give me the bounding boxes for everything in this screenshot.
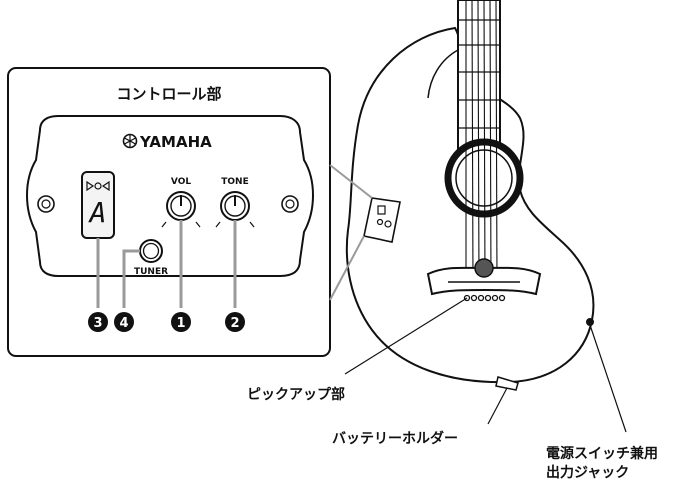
guitar-illustration [345,0,595,391]
label-pickup: ピックアップ部 [247,386,345,403]
guitar-leaders [344,297,627,433]
bridge [426,266,542,296]
control-panel-callout: コントロール部 YAMAHA A VOL [7,67,373,357]
label-jack-line2: 出力ジャック [546,464,629,481]
tuner-arrow-right-icon [101,180,110,192]
label-jack-line1: 電源スイッチ兼用 [546,445,658,462]
vol-label: VOL [171,177,191,187]
panel-title: コントロール部 [116,85,221,103]
output-jack [586,318,594,326]
callout-marker-4: 4 [114,312,134,332]
label-battery-holder: バッテリーホルダー [332,430,458,447]
mounting-screw-left [37,195,55,213]
svg-text:2: 2 [230,316,239,331]
callout-marker-3: 3 [88,312,108,332]
tuner-button[interactable] [139,239,163,263]
mounting-screw-right [281,195,299,213]
svg-text:1: 1 [176,316,185,331]
tuner-label: TUNER [134,267,168,277]
guitar-body-outline [345,26,595,384]
svg-text:4: 4 [119,316,128,331]
tone-knob[interactable] [220,191,250,221]
callout-marker-2: 2 [225,312,245,332]
svg-text:3: 3 [93,316,102,331]
strings [465,0,498,285]
brand-logo: YAMAHA [139,133,212,151]
yamaha-emblem-icon [122,133,138,149]
tuner-display-char: A [88,196,107,229]
tone-label: TONE [221,177,248,187]
vol-knob[interactable] [166,191,196,221]
callout-marker-1: 1 [171,312,191,332]
callout-leaders [96,220,237,308]
tuner-arrow-left-icon [86,180,95,192]
tuner-circle-icon [94,182,102,190]
battery-holder [495,376,519,391]
